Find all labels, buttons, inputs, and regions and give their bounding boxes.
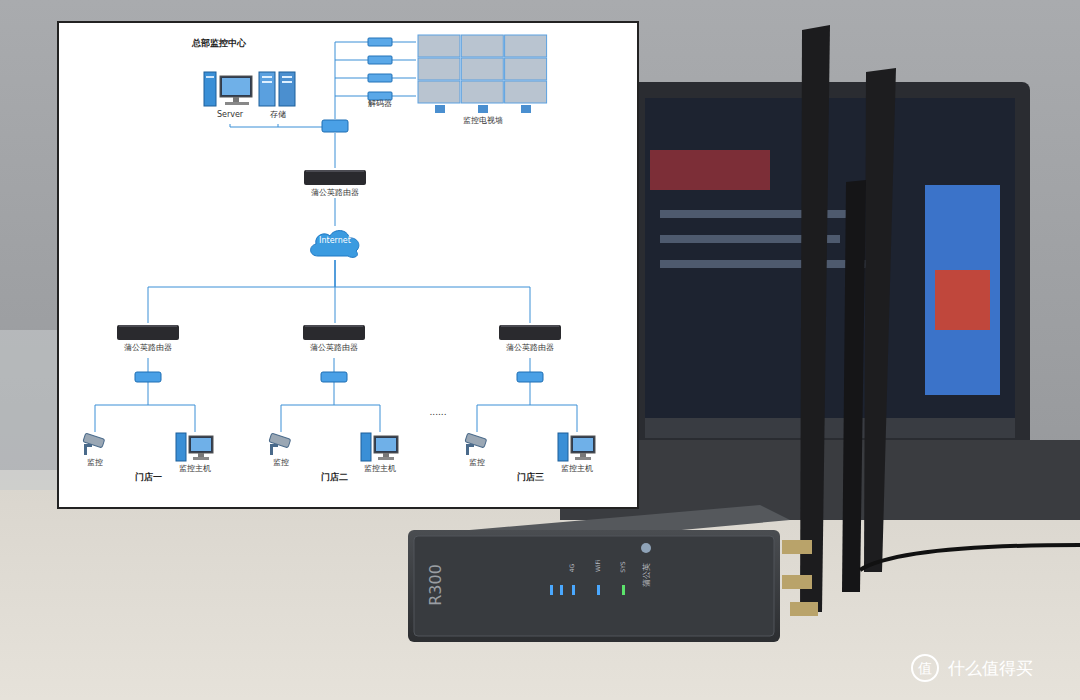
camera-icon: 监控: [81, 432, 109, 468]
node-label: 蒲公英路由器: [310, 343, 358, 353]
led-label: SYS: [620, 561, 626, 572]
camera-icon-graphic: [81, 432, 109, 456]
node-label: 监控主机: [364, 464, 396, 474]
node-label: 监控电视墙: [463, 116, 503, 126]
node-label: 监控主机: [179, 464, 211, 474]
router-box: 蒲公英路由器: [498, 323, 562, 353]
camera-icon-graphic: [463, 432, 491, 456]
store-name: 门店三: [517, 473, 544, 482]
router-box: 蒲公英路由器: [302, 323, 366, 353]
node-label: 存储: [270, 110, 286, 120]
node-label: 蒲公英路由器: [311, 188, 359, 198]
router-box: 蒲公英路由器: [303, 168, 367, 198]
diagram-title: 总部监控中心: [192, 37, 246, 50]
video-wall-graphic: [417, 34, 549, 114]
network-switch: [135, 120, 543, 382]
host-computer: 监控主机: [175, 432, 215, 474]
led-label: WiFi: [595, 560, 601, 572]
internet-cloud: Internet: [306, 226, 364, 260]
wiring: [95, 42, 577, 432]
network-link: [335, 198, 336, 226]
node-label: 蒲公英路由器: [124, 343, 172, 353]
camera-icon: 监控: [267, 432, 295, 468]
router-box-graphic: [116, 323, 180, 341]
brand-label: 蒲公英: [643, 563, 651, 587]
camera-icon: 监控: [463, 432, 491, 468]
router-box: 蒲公英路由器: [116, 323, 180, 353]
router-device: [408, 505, 818, 642]
store-name: 门店一: [135, 473, 162, 482]
node-label: Internet: [306, 236, 364, 246]
ellipsis-mark: ......: [429, 408, 446, 417]
host-computer-graphic: [175, 432, 215, 462]
host-computer-graphic: [557, 432, 597, 462]
router-box-graphic: [303, 168, 367, 186]
store-name: 门店二: [321, 473, 348, 482]
model-label: R300: [428, 564, 444, 606]
node-label: 监控: [469, 458, 485, 468]
watermark-logo: 值: [911, 654, 939, 682]
storage-icon-graphic: [257, 70, 299, 108]
server-icon-graphic: [203, 70, 257, 108]
node-label: 监控主机: [561, 464, 593, 474]
network-link: [148, 260, 335, 323]
watermark: 什么值得买: [948, 660, 1033, 677]
diagram-panel: [58, 22, 638, 508]
video-wall: 监控电视墙: [417, 34, 549, 126]
led-label: 4G: [569, 564, 575, 572]
antennas: [800, 25, 1080, 612]
node-label: 蒲公英路由器: [506, 343, 554, 353]
host-computer: 监控主机: [557, 432, 597, 474]
host-computer: 监控主机: [360, 432, 400, 474]
router-box-graphic: [498, 323, 562, 341]
node-label: Server: [217, 110, 243, 120]
host-computer-graphic: [360, 432, 400, 462]
decoder: [368, 38, 392, 100]
storage-icon: 存储: [257, 70, 299, 120]
node-label: 监控: [87, 458, 103, 468]
router-box-graphic: [302, 323, 366, 341]
server-icon: Server: [203, 70, 257, 120]
node-label: 监控: [273, 458, 289, 468]
decoder-label: 解码器: [368, 100, 392, 108]
network-link: [335, 260, 530, 323]
camera-icon-graphic: [267, 432, 295, 456]
